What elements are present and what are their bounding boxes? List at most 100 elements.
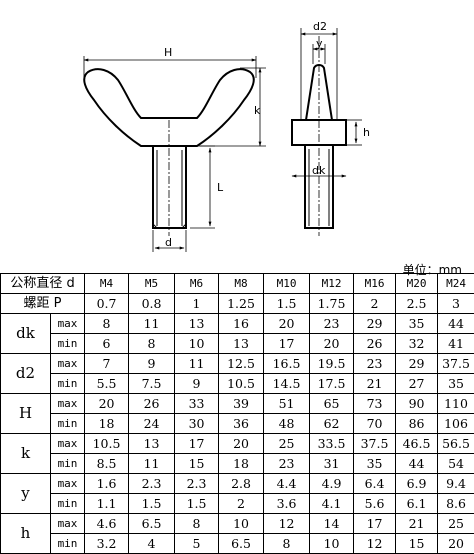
value-cell: 21 <box>396 514 438 534</box>
min-label: min <box>51 414 85 434</box>
value-cell: 23 <box>264 454 310 474</box>
value-cell: 8.6 <box>438 494 474 514</box>
value-cell: 86 <box>396 414 438 434</box>
value-cell: 1.5 <box>175 494 219 514</box>
size-m6: M6 <box>175 274 219 294</box>
value-cell: 18 <box>219 454 264 474</box>
max-label: max <box>51 394 85 414</box>
dimension-H: H <box>1 394 51 434</box>
value-cell: 44 <box>438 314 474 334</box>
value-cell: 4.4 <box>264 474 310 494</box>
value-cell: 9.4 <box>438 474 474 494</box>
value-cell: 5.6 <box>354 494 396 514</box>
value-cell: 37.5 <box>438 354 474 374</box>
value-cell: 33.5 <box>310 434 354 454</box>
value-cell: 17.5 <box>310 374 354 394</box>
value-cell: 6.9 <box>396 474 438 494</box>
value-cell: 37.5 <box>354 434 396 454</box>
dimension-h: h <box>1 514 51 554</box>
value-cell: 20 <box>438 534 474 554</box>
value-cell: 62 <box>310 414 354 434</box>
value-cell: 9 <box>175 374 219 394</box>
side-view-outline <box>292 65 346 145</box>
value-cell: 35 <box>396 314 438 334</box>
pitch-cell: 0.8 <box>129 294 175 314</box>
value-cell: 12.5 <box>219 354 264 374</box>
value-cell: 16.5 <box>264 354 310 374</box>
value-cell: 2 <box>219 494 264 514</box>
value-cell: 33 <box>175 394 219 414</box>
value-cell: 32 <box>396 334 438 354</box>
min-label: min <box>51 334 85 354</box>
value-cell: 7.5 <box>129 374 175 394</box>
value-cell: 20 <box>219 434 264 454</box>
dimension-dk: dk <box>1 314 51 354</box>
value-cell: 4.9 <box>310 474 354 494</box>
value-cell: 25 <box>264 434 310 454</box>
value-cell: 13 <box>175 314 219 334</box>
value-cell: 6.5 <box>129 514 175 534</box>
value-cell: 9 <box>129 354 175 374</box>
wing-nut-drawing: H k L d d2 y h dk <box>0 0 474 262</box>
pitch-cell: 1.25 <box>219 294 264 314</box>
value-cell: 73 <box>354 394 396 414</box>
value-cell: 4.1 <box>310 494 354 514</box>
value-cell: 70 <box>354 414 396 434</box>
value-cell: 23 <box>310 314 354 334</box>
value-cell: 4 <box>129 534 175 554</box>
value-cell: 48 <box>264 414 310 434</box>
value-cell: 46.5 <box>396 434 438 454</box>
max-label: max <box>51 434 85 454</box>
value-cell: 1.5 <box>129 494 175 514</box>
value-cell: 30 <box>175 414 219 434</box>
value-cell: 41 <box>438 334 474 354</box>
max-label: max <box>51 514 85 534</box>
max-label: max <box>51 314 85 334</box>
value-cell: 16 <box>219 314 264 334</box>
shank-outline <box>153 146 186 228</box>
dimension-d2: d2 <box>1 354 51 394</box>
size-m8: M8 <box>219 274 264 294</box>
value-cell: 6.4 <box>354 474 396 494</box>
value-cell: 51 <box>264 394 310 414</box>
pitch-cell: 1 <box>175 294 219 314</box>
min-label: min <box>51 374 85 394</box>
value-cell: 14 <box>310 514 354 534</box>
value-cell: 17 <box>175 434 219 454</box>
value-cell: 3.2 <box>85 534 129 554</box>
value-cell: 20 <box>310 334 354 354</box>
value-cell: 29 <box>354 314 396 334</box>
value-cell: 35 <box>438 374 474 394</box>
size-m16: M16 <box>354 274 396 294</box>
value-cell: 8 <box>129 334 175 354</box>
value-cell: 35 <box>354 454 396 474</box>
dimension-y: y <box>1 474 51 514</box>
label-L: L <box>217 181 224 194</box>
label-d2: d2 <box>313 20 327 33</box>
value-cell: 90 <box>396 394 438 414</box>
size-m12: M12 <box>310 274 354 294</box>
value-cell: 31 <box>310 454 354 474</box>
value-cell: 15 <box>396 534 438 554</box>
size-m4: M4 <box>85 274 129 294</box>
min-label: min <box>51 534 85 554</box>
value-cell: 21 <box>354 374 396 394</box>
label-y: y <box>316 37 323 50</box>
value-cell: 5 <box>175 534 219 554</box>
value-cell: 1.6 <box>85 474 129 494</box>
pitch-cell: 1.5 <box>264 294 310 314</box>
value-cell: 11 <box>175 354 219 374</box>
pitch-cell: 0.7 <box>85 294 129 314</box>
value-cell: 36 <box>219 414 264 434</box>
min-label: min <box>51 454 85 474</box>
value-cell: 56.5 <box>438 434 474 454</box>
nominal-diameter-label: 公称直径 d <box>1 274 85 294</box>
